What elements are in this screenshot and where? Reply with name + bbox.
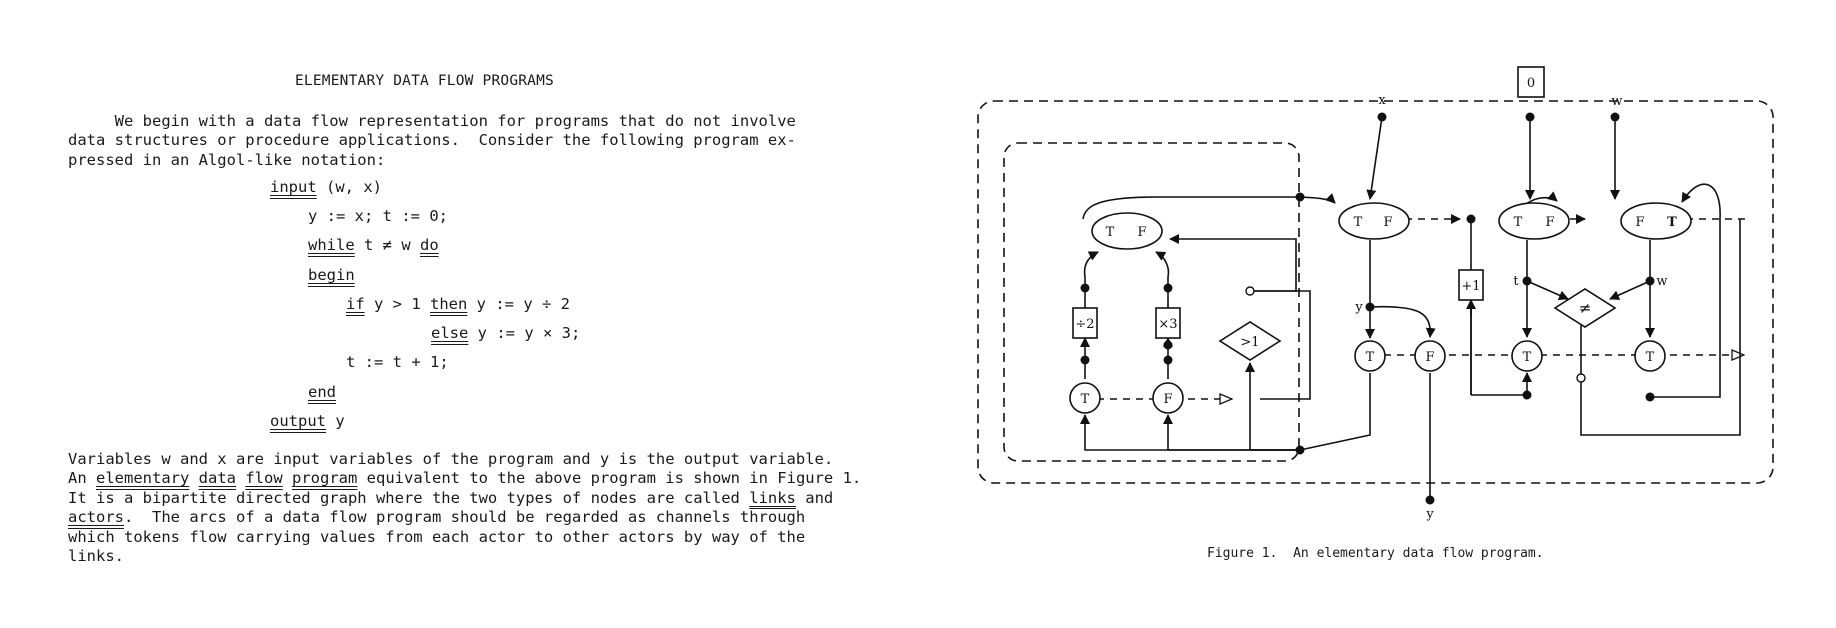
operator-increment — [1458, 269, 1484, 301]
label-w2: w — [1656, 274, 1667, 289]
label-neq: ≠ — [1579, 299, 1592, 317]
intro-paragraph: We begin with a data flow representation… — [68, 112, 868, 170]
code-text: y — [326, 412, 345, 430]
keyword: then — [430, 295, 468, 313]
operator-divide — [1072, 307, 1098, 339]
merge-node-left — [1091, 212, 1163, 250]
code-text: y := y ÷ 2 — [467, 295, 570, 313]
intro-line: We begin with a data flow representation… — [68, 112, 796, 130]
keyword: begin — [308, 266, 355, 284]
figure-caption: Figure 1. An elementary data flow progra… — [1207, 546, 1544, 561]
code-text: t ≠ w — [354, 236, 420, 254]
label-w: w — [1611, 94, 1622, 109]
label-F: F — [1545, 215, 1554, 230]
keyword: end — [308, 383, 336, 401]
inner-dashed-frame — [1003, 142, 1300, 462]
code-line-else: else y := y × 3; — [431, 324, 580, 342]
gate-t-left — [1069, 382, 1101, 414]
gate-f-y — [1414, 340, 1446, 372]
merge-node-y — [1338, 202, 1410, 240]
code-line-begin: begin — [308, 266, 355, 284]
code-text: y > 1 — [364, 295, 430, 313]
term-data: data — [198, 469, 236, 488]
data-flow-figure: T F T F T F F T T F T F T T ÷2 ×3 +1 0 >… — [977, 66, 1774, 522]
body-paragraph: Variables w and x are input variables of… — [68, 450, 868, 566]
body-text: and — [795, 488, 834, 507]
constant-zero — [1517, 66, 1545, 98]
label-T: T — [1646, 350, 1655, 365]
decider-not-equal — [1553, 288, 1617, 328]
body-text: It is a bipartite directed graph where t… — [68, 488, 750, 507]
code-line-input: input (w, x) — [270, 178, 382, 196]
gate-t-w — [1634, 340, 1666, 372]
term-actors: actors — [68, 508, 124, 527]
keyword: input — [270, 178, 317, 196]
merge-node-t — [1498, 202, 1570, 240]
intro-line: pressed in an Algol-like notation: — [68, 150, 386, 169]
term-flow: flow — [245, 469, 283, 488]
label-T: T — [1081, 392, 1090, 407]
label-T: T — [1366, 350, 1375, 365]
keyword: if — [346, 295, 365, 313]
keyword: output — [270, 412, 326, 430]
label-gt1: >1 — [1240, 335, 1259, 350]
outer-dashed-frame — [977, 100, 1774, 484]
body-line: links. — [68, 547, 124, 566]
label-t: t — [1513, 274, 1519, 289]
label-F: F — [1163, 392, 1172, 407]
label-mul3: ×3 — [1158, 317, 1177, 332]
body-line: Variables w and x are input variables of… — [68, 450, 834, 468]
label-T: T — [1667, 215, 1677, 230]
label-T: T — [1514, 215, 1523, 230]
code-text: y := y × 3; — [468, 324, 581, 342]
term-links: links — [749, 488, 796, 507]
body-text: An — [68, 469, 96, 488]
body-text: equivalent to the above program is shown… — [357, 469, 862, 488]
operator-multiply — [1155, 307, 1181, 339]
label-div2: ÷2 — [1075, 317, 1094, 332]
label-plus1: +1 — [1461, 279, 1480, 294]
keyword: while — [308, 236, 355, 254]
code-line-if: if y > 1 then y := y ÷ 2 — [346, 295, 570, 313]
label-T: T — [1354, 215, 1363, 230]
label-F: F — [1635, 215, 1644, 230]
label-y-mid: y — [1354, 300, 1363, 315]
label-F: F — [1383, 215, 1392, 230]
label-T: T — [1523, 350, 1532, 365]
code-line-output: output y — [270, 412, 345, 430]
label-y-out: y — [1425, 507, 1434, 522]
section-title: ELEMENTARY DATA FLOW PROGRAMS — [295, 73, 554, 89]
label-zero: 0 — [1527, 76, 1535, 91]
code-text: (w, x) — [316, 178, 382, 196]
gate-t-t — [1511, 340, 1543, 372]
label-F: F — [1137, 225, 1146, 240]
gate-f-left — [1152, 382, 1184, 414]
decider-greater — [1218, 321, 1282, 361]
code-line-increment: t := t + 1; — [346, 353, 449, 371]
term-program: program — [292, 469, 358, 488]
code-line-assign: y := x; t := 0; — [308, 207, 448, 225]
keyword: else — [431, 324, 469, 342]
intro-line: data structures or procedure application… — [68, 131, 796, 150]
label-F: F — [1425, 350, 1434, 365]
code-line-while: while t ≠ w do — [308, 236, 439, 254]
label-T: T — [1106, 225, 1115, 240]
gate-t-y — [1354, 340, 1386, 372]
code-line-end: end — [308, 383, 336, 401]
keyword: do — [420, 236, 439, 254]
body-text: . The arcs of a data flow program should… — [124, 508, 806, 527]
term-elementary: elementary — [96, 469, 190, 488]
merge-node-w — [1620, 202, 1692, 240]
body-line: which tokens flow carrying values from e… — [68, 527, 806, 546]
label-x: x — [1378, 93, 1386, 108]
